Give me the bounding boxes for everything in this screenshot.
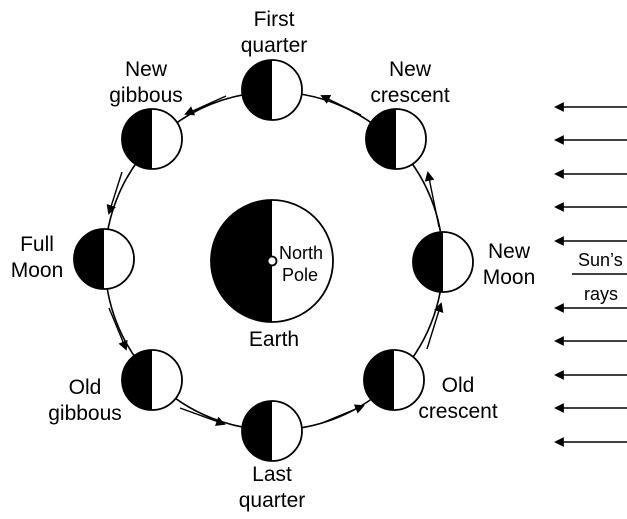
orbit-arrow — [321, 404, 365, 424]
sun-rays-label-line2: rays — [584, 284, 618, 304]
sun-rays: Sun’s rays — [554, 102, 627, 447]
north-pole-label-line1: North — [279, 243, 323, 263]
sun-rays-label-line1: Sun’s — [578, 250, 623, 270]
moon-dark-half — [366, 109, 396, 169]
moon-old-gibbous — [121, 349, 183, 411]
label-full-moon-line1: Full — [20, 233, 54, 256]
moon-dark-half — [364, 350, 394, 410]
label-full-moon-line2: Moon — [11, 259, 64, 282]
moon-new-gibbous — [121, 108, 183, 170]
label-old-gibbous-line1: Old — [69, 376, 102, 399]
earth: North Pole Earth — [210, 199, 334, 351]
label-old-gibbous-line2: gibbous — [48, 402, 122, 425]
moon-full-moon — [73, 228, 135, 290]
orbit-arrow — [179, 407, 226, 426]
label-new-moon-line1: New — [488, 240, 531, 263]
moon-last-quarter — [241, 400, 303, 462]
moon-old-crescent — [363, 349, 425, 411]
label-first-quarter-line1: First — [254, 8, 295, 31]
moon-new-moon — [412, 231, 474, 293]
moon-dark-half — [74, 229, 104, 289]
label-new-gibbous-line1: New — [125, 58, 168, 81]
label-first-quarter-line2: quarter — [241, 34, 308, 57]
label-new-moon-line2: Moon — [483, 266, 536, 289]
orbit-arrow — [184, 95, 227, 116]
moon-dark-half — [242, 60, 272, 120]
moon-first-quarter — [241, 59, 303, 121]
north-pole-label-line2: Pole — [282, 265, 318, 285]
orbit-arrow — [426, 302, 444, 350]
earth-night-side — [211, 200, 272, 322]
label-new-crescent-line1: New — [389, 58, 432, 81]
label-last-quarter-line1: Last — [252, 463, 292, 486]
orbit-arrow — [106, 171, 123, 215]
orbit-arrow — [424, 171, 440, 228]
orbit-arrow — [320, 95, 362, 116]
label-new-crescent-line2: crescent — [370, 84, 450, 107]
label-old-crescent-line1: Old — [442, 374, 475, 397]
label-last-quarter-line2: quarter — [239, 489, 306, 512]
label-new-gibbous-line2: gibbous — [109, 84, 183, 107]
label-old-crescent-line2: crescent — [418, 400, 498, 423]
moon-dark-half — [122, 350, 152, 410]
moon-dark-half — [413, 232, 443, 292]
orbit-arrow — [108, 307, 128, 351]
moon-dark-half — [122, 109, 152, 169]
north-pole-dot — [266, 255, 278, 267]
earth-label: Earth — [249, 328, 299, 351]
moon-dark-half — [242, 401, 272, 461]
moon-new-crescent — [365, 108, 427, 170]
